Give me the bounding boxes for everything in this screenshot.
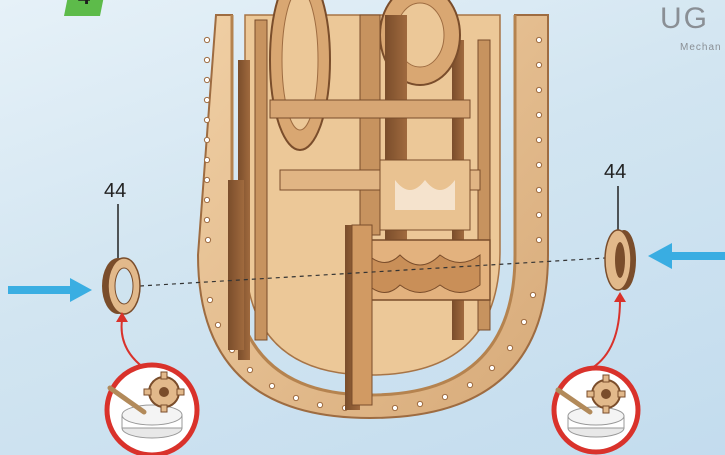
blue-arrow-left-icon: [648, 243, 725, 269]
glue-application-icon: [554, 368, 638, 452]
blue-arrow-right-icon: [8, 278, 92, 302]
ring-part-right: [605, 230, 636, 290]
ring-part-left: [102, 258, 140, 314]
glue-application-icon: [107, 365, 197, 455]
